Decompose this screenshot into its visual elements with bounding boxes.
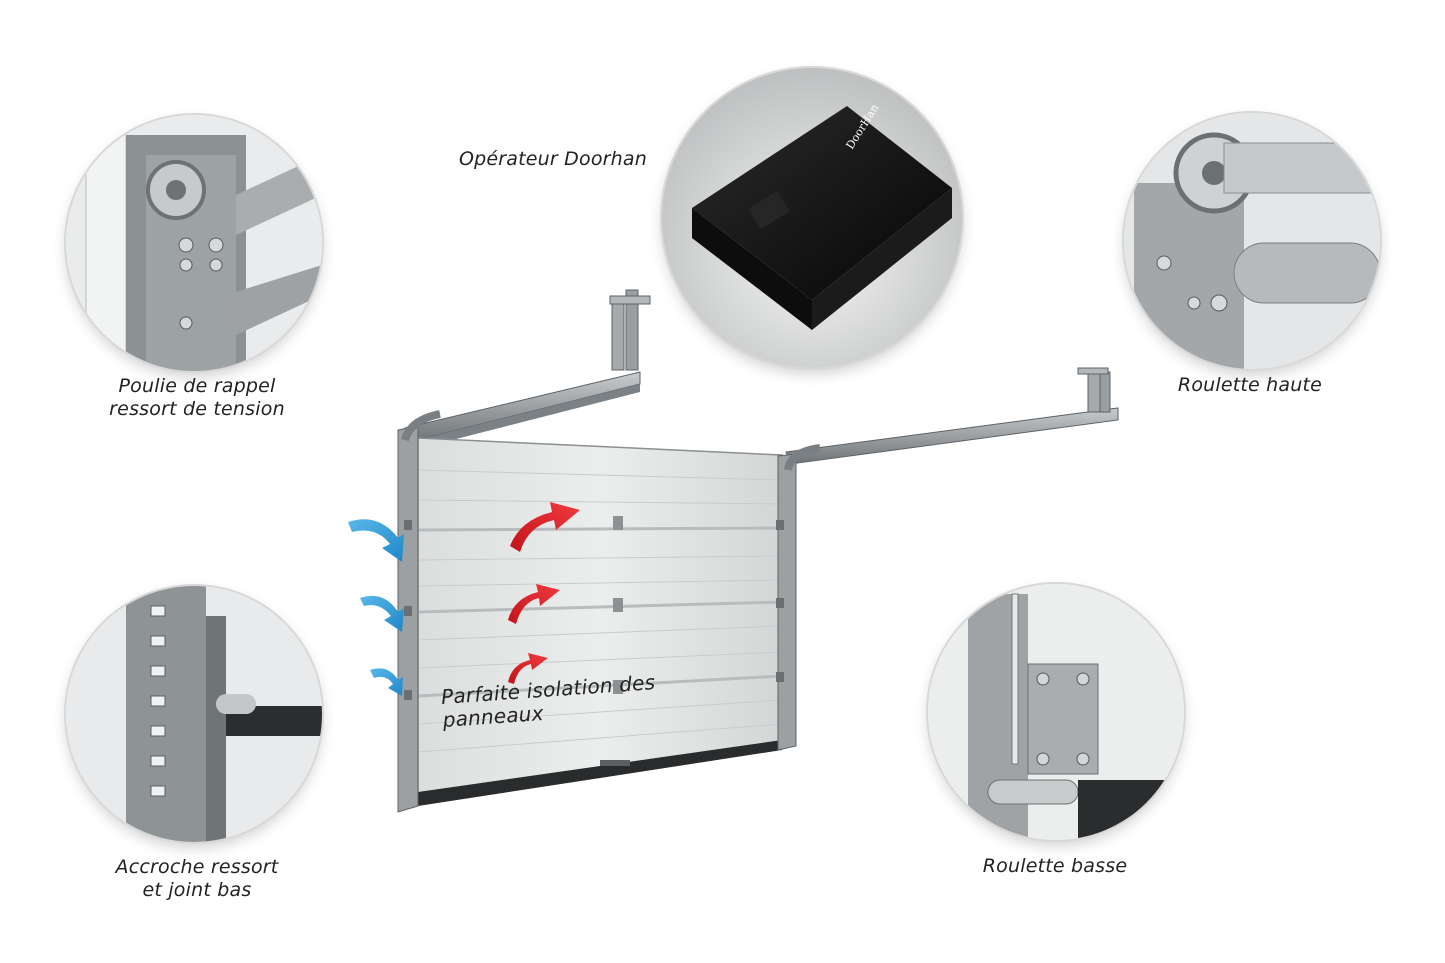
top-pulley-label-line1: Poulie de rappel <box>118 375 276 397</box>
top-pulley-label-line2: ressort de tension <box>109 398 285 420</box>
operator-label: Opérateur Doorhan <box>458 148 647 170</box>
heat-arrow-icon <box>508 584 560 624</box>
top-roller-label: Roulette haute <box>1177 374 1323 396</box>
bottom-roller-label: Roulette basse <box>982 855 1128 877</box>
spring-hook-label-line1: Accroche ressort <box>115 856 279 878</box>
detail-top-pulley-circle <box>66 115 322 371</box>
right-vertical-track <box>776 444 821 751</box>
top-pulley-label: Poulie de rappel ressort de tension <box>92 375 302 421</box>
cold-arrow-icon <box>348 519 404 562</box>
detail-bottom-roller-circle <box>928 584 1184 840</box>
cold-arrow-icon <box>370 668 403 696</box>
right-top-rail <box>785 367 1119 465</box>
detail-operator-circle: DoorHan <box>662 68 962 368</box>
heat-arrows <box>508 502 580 684</box>
spring-hook-label: Accroche ressort et joint bas <box>92 856 302 902</box>
detail-top-roller-circle <box>1124 113 1380 369</box>
heat-arrow-icon <box>508 653 548 684</box>
cold-arrows <box>348 519 404 696</box>
heat-arrow-icon <box>510 502 580 552</box>
cold-arrow-icon <box>360 595 404 632</box>
left-top-rail <box>404 289 651 450</box>
left-vertical-track <box>397 410 441 813</box>
door-panel <box>417 437 783 806</box>
spring-hook-label-line2: et joint bas <box>142 879 252 901</box>
detail-spring-hook-circle <box>66 586 322 842</box>
